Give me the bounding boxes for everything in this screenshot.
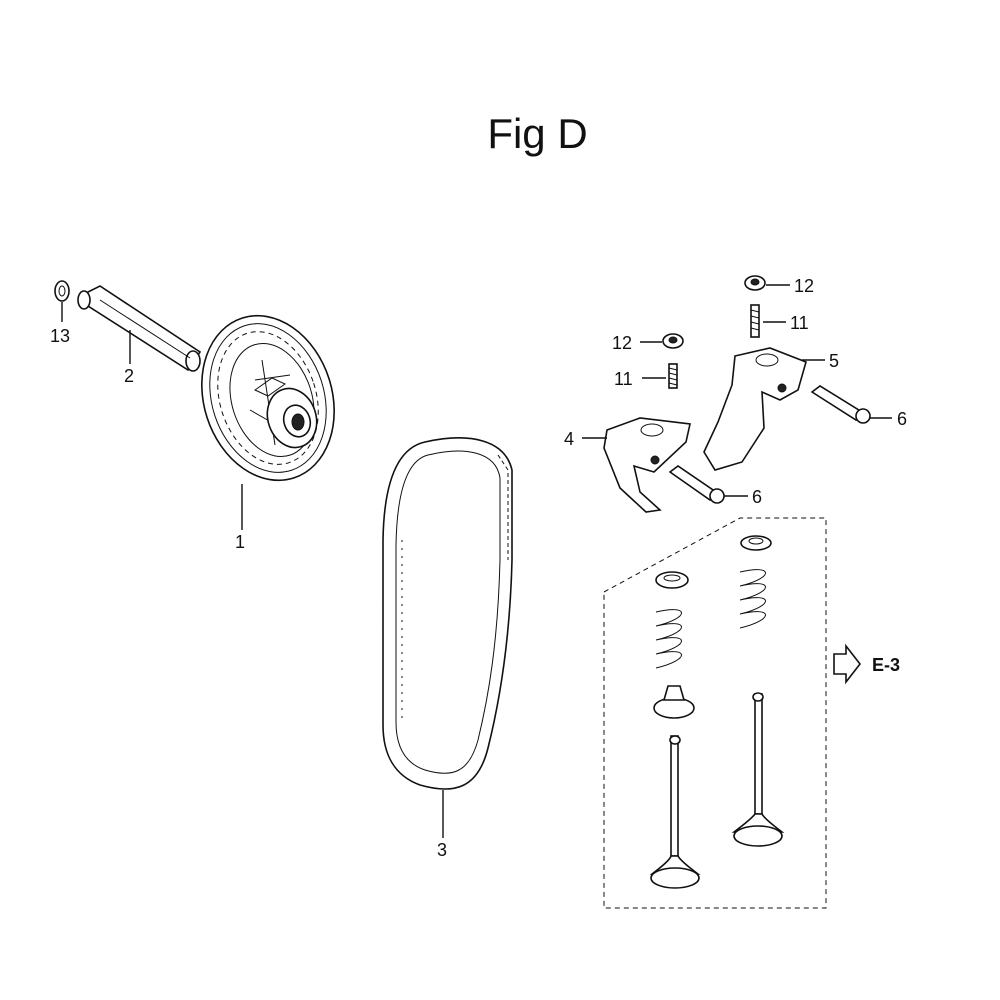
callout-3: 3 xyxy=(437,840,447,860)
callout-11-right: 11 xyxy=(790,313,809,333)
valve-assembly-group xyxy=(603,517,827,909)
callout-12-left: 12 xyxy=(612,333,632,353)
reference-label: E-3 xyxy=(872,655,900,675)
cam-pulley-icon xyxy=(201,314,335,482)
rocker-shaft-icon xyxy=(810,385,871,424)
nut-icon xyxy=(744,275,766,291)
adjusting-screw-icon xyxy=(750,304,760,338)
rocker-shaft-icon xyxy=(668,465,725,504)
nut-icon xyxy=(662,333,684,349)
callout-6-lower: 6 xyxy=(752,487,762,507)
callout-1: 1 xyxy=(235,532,245,552)
washer-icon xyxy=(54,280,70,302)
adjusting-screw-icon xyxy=(668,363,678,389)
callout-11-left: 11 xyxy=(614,369,633,389)
callout-5: 5 xyxy=(829,351,839,371)
callout-13: 13 xyxy=(50,326,70,346)
callout-12-right: 12 xyxy=(794,276,814,296)
leader-lines xyxy=(61,284,892,838)
callout-4: 4 xyxy=(564,429,574,449)
callout-6-upper: 6 xyxy=(897,409,907,429)
camshaft-pin-icon xyxy=(77,285,202,372)
timing-belt-icon xyxy=(382,437,513,790)
rocker-arm-icon xyxy=(703,347,807,471)
rocker-arm-icon xyxy=(603,417,691,513)
callout-2: 2 xyxy=(124,366,134,386)
figure-title: Fig D xyxy=(487,110,588,157)
reference-arrow xyxy=(833,643,862,685)
